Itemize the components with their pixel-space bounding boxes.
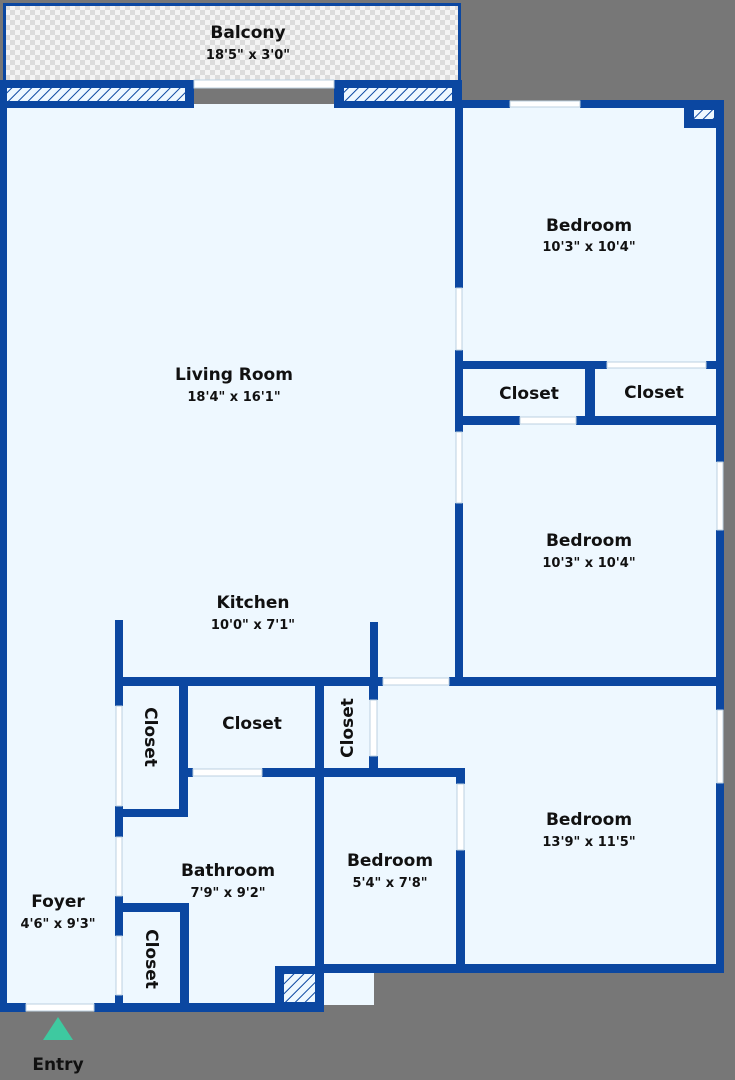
door-closets-band-top — [606, 361, 707, 369]
bedroom-top-dims: 10'3" x 10'4" — [542, 240, 635, 255]
door-living-bedroom-2 — [455, 431, 463, 504]
balcony-wall-top — [3, 3, 461, 6]
bedroom-top-name: Bedroom — [546, 216, 632, 236]
wall-closet-mid-right-1 — [369, 680, 378, 700]
entry-arrow-icon — [43, 1017, 73, 1040]
wall-living-bedroom-2 — [455, 350, 463, 432]
wall-closet-bottom-top — [115, 903, 189, 912]
wall-foyer-bathroom-2 — [115, 896, 123, 936]
foyer-name: Foyer — [31, 892, 85, 912]
closet-vertical-left-name: Closet — [140, 707, 160, 767]
wall-closet-center-bottom-1 — [179, 768, 193, 777]
door-closet-center — [192, 768, 263, 777]
balcony-dims: 18'5" x 3'0" — [206, 48, 290, 63]
room-labels: Balcony 18'5" x 3'0" Living Room 18'4" x… — [20, 23, 683, 989]
bedroom-small-name: Bedroom — [347, 851, 433, 871]
wall-bedroom-mid-bottom — [449, 677, 724, 686]
window-entry — [25, 1003, 95, 1012]
wall-closets-bottom-1 — [455, 416, 520, 425]
living-room-name: Living Room — [175, 365, 293, 385]
wall-bedroom-small-right-1 — [456, 768, 465, 784]
hatch-top-right — [344, 88, 452, 101]
door-bathroom — [115, 836, 123, 897]
closet-vertical-mid-name: Closet — [338, 698, 358, 758]
bathroom-name: Bathroom — [181, 861, 275, 881]
door-living-bedroom-1 — [455, 287, 463, 351]
door-closet-bottom — [115, 935, 123, 996]
wall-living-bedroom-3 — [455, 503, 463, 685]
door-closet-left — [115, 705, 123, 807]
wall-closets-top-1 — [455, 361, 607, 369]
wall-closet-left-outer-1 — [115, 680, 123, 706]
hatch-bath-shaft — [284, 974, 315, 1002]
wall-closet-left-inner — [179, 680, 188, 817]
wall-outer-left — [0, 80, 7, 1012]
living-room-dims: 18'4" x 16'1" — [187, 390, 280, 405]
wall-kitchen-stub-left — [115, 620, 123, 682]
wall-bedroom-top-2 — [580, 100, 724, 108]
wall-closet-left-bottom — [115, 809, 188, 817]
floor-areas — [4, 5, 720, 1005]
wall-closet-center-right — [315, 680, 324, 1010]
bedroom-small-dims: 5'4" x 7'8" — [352, 876, 427, 891]
wall-closet-bottom-right — [180, 903, 189, 1011]
window-bedroom-top — [509, 100, 581, 108]
balcony-wall-right — [458, 3, 461, 81]
window-bedroom-mid-right — [716, 461, 724, 531]
windows — [25, 79, 724, 1012]
wall-closets-top-2 — [706, 361, 724, 369]
hatch-top-left — [7, 88, 185, 101]
wall-closet-center-bottom-2 — [262, 768, 322, 777]
window-balcony-door — [193, 79, 335, 89]
wall-foyer-bathroom-1 — [115, 831, 123, 837]
closet-vertical-bottom-name: Closet — [141, 929, 161, 989]
kitchen-name: Kitchen — [217, 593, 290, 613]
balcony-name: Balcony — [210, 23, 285, 43]
bedroom-mid-name: Bedroom — [546, 531, 632, 551]
door-bedroom-large — [382, 677, 450, 686]
hatched-panels — [7, 88, 714, 1002]
bedroom-large-dims: 13'9" x 11'5" — [542, 835, 635, 850]
balcony-floor — [6, 5, 458, 81]
wall-bedroom-top — [455, 100, 510, 108]
entry-label: Entry — [32, 1055, 83, 1075]
wall-closet-left-outer-2 — [115, 806, 123, 831]
wall-closet-mid-bottom — [315, 768, 465, 777]
hatch-corner-top-right — [694, 110, 714, 119]
wall-living-bedroom-1 — [455, 100, 463, 288]
wall-kitchen-bottom — [115, 677, 383, 686]
wall-bottom-left-2 — [94, 1003, 324, 1012]
door-closets-band-bottom — [519, 416, 577, 425]
bedroom-large-name: Bedroom — [546, 810, 632, 830]
foyer-dims: 4'6" x 9'3" — [20, 917, 95, 932]
kitchen-dims: 10'0" x 7'1" — [211, 618, 295, 633]
wall-foyer-bathroom-3 — [115, 995, 123, 1010]
bedroom-mid-dims: 10'3" x 10'4" — [542, 556, 635, 571]
balcony-wall-left — [3, 3, 6, 81]
wall-bottom-right — [315, 964, 724, 973]
closet-center-name: Closet — [222, 714, 282, 734]
closet-mid-left-name: Closet — [499, 384, 559, 404]
wall-bedroom-small-right-2 — [456, 850, 465, 972]
wall-closet-mid-right-2 — [369, 756, 378, 770]
entry-marker: Entry — [32, 1017, 84, 1075]
door-closet-mid — [369, 699, 378, 757]
wall-bottom-left-1 — [0, 1003, 26, 1012]
wall-closets-bottom-2 — [576, 416, 724, 425]
closet-mid-right-name: Closet — [624, 383, 684, 403]
living-room-floor — [4, 104, 458, 680]
wall-kitchen-stub-right — [370, 622, 378, 684]
bathroom-dims: 7'9" x 9'2" — [190, 886, 265, 901]
wall-outer-right-2 — [716, 530, 724, 710]
wall-outer-right-1 — [716, 100, 724, 462]
wall-closets-divider — [585, 361, 595, 421]
window-bedroom-large-right — [716, 709, 724, 784]
wall-outer-right-3 — [716, 783, 724, 973]
door-bedroom-small — [456, 783, 465, 851]
lower-right-floor — [374, 680, 720, 970]
